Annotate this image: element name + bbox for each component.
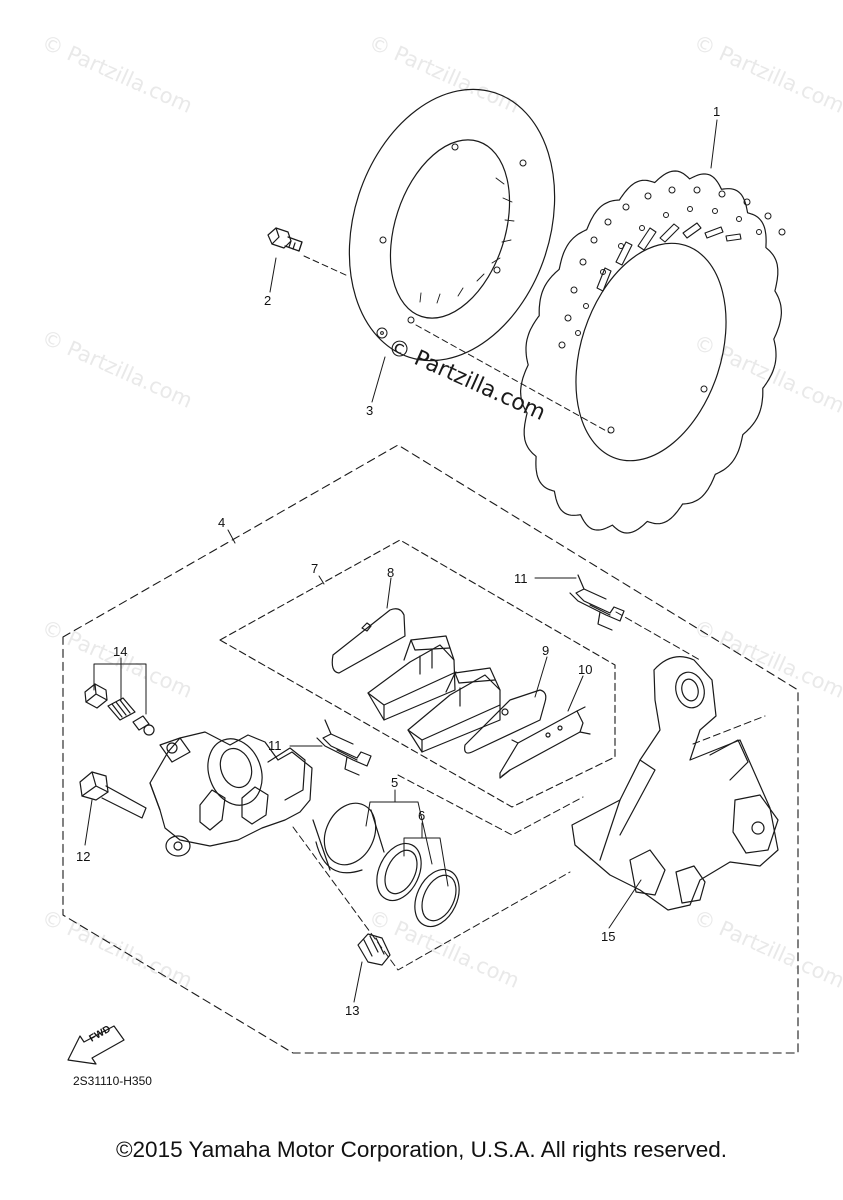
callout-5: 5 [391,775,399,790]
callout-2: 2 [264,293,272,308]
piston-part-5 [312,802,385,874]
fwd-arrow-icon [67,1025,125,1065]
caliper-bracket-part-15 [571,656,779,911]
callout-3: 3 [366,403,374,418]
callout-8: 8 [387,565,395,580]
callout-14: 14 [113,644,128,659]
brake-pad-outer [407,667,501,753]
pad-shim-part-9 [464,689,547,754]
callout-11-upper: 11 [514,571,528,586]
boot-part-13 [357,933,391,966]
disc-center-hole [575,242,727,462]
caliper-body [149,731,313,857]
slide-pin-part-12 [79,771,147,819]
copyright-notice: ©2015 Yamaha Motor Corporation, U.S.A. A… [115,1137,728,1162]
callout-15: 15 [601,929,616,944]
disc-wavy-outline [520,170,782,534]
disc-drill-holes [558,186,786,434]
disc-vent-slots [596,222,742,292]
callout-1: 1 [713,104,721,119]
caliper-assembly-box [62,444,799,1054]
pad-spring-part-10 [499,706,591,779]
pad-shim-part-8 [331,608,406,674]
pad-clip-part-11-upper [569,574,625,631]
callout-4: 4 [218,515,226,530]
bleed-screw-part-14 [84,683,155,736]
callout-leader-lines [84,119,718,1003]
callout-12: 12 [76,849,91,864]
callout-6: 6 [418,808,426,823]
alignment-dashed-lines [303,255,611,434]
pad-clip-part-11-lower [316,719,372,776]
brake-disc-part-1 [520,170,786,534]
bolt-part-2 [267,227,303,252]
callout-13: 13 [345,1003,360,1018]
callout-10: 10 [578,662,593,677]
piston-seals-part-6 [376,842,460,928]
bracket-dashed-lines [292,611,766,971]
callout-7: 7 [311,561,319,576]
ring-inner-teeth [419,177,515,304]
callout-11-lower: 11 [268,738,282,753]
callout-9: 9 [542,643,550,658]
brake-pad-inner [367,635,457,721]
diagram-code: 2S31110-H350 [73,1074,152,1088]
disc-ring-part-3 [348,88,556,362]
pad-kit-box [219,539,616,808]
